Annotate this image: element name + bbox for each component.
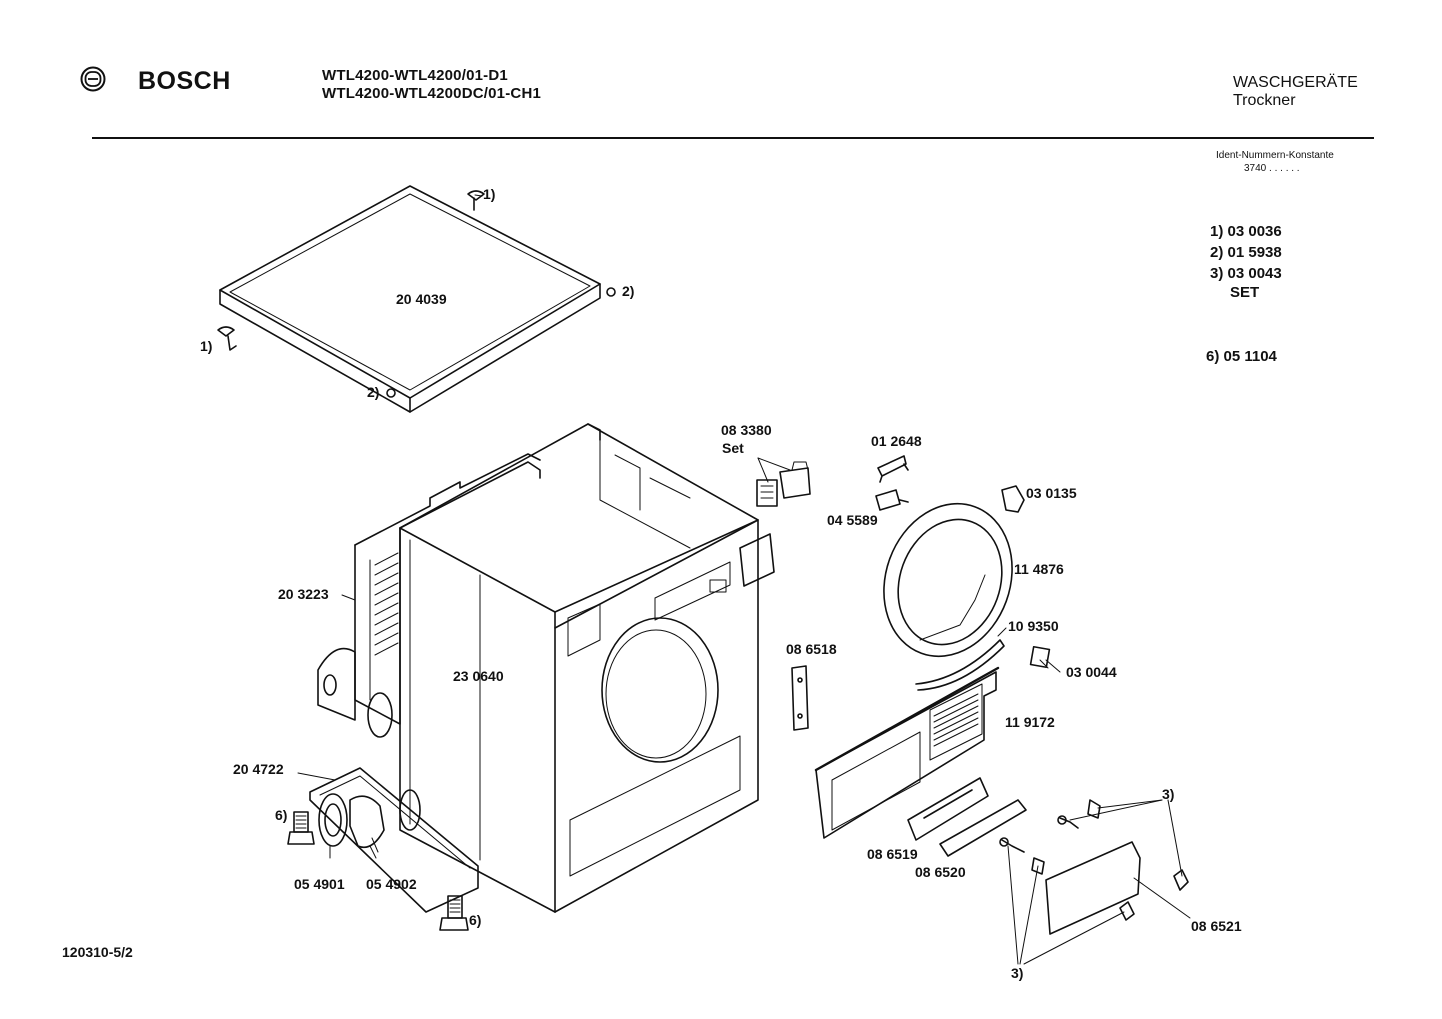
- category-title: WASCHGERÄTE: [1233, 74, 1358, 91]
- filter-cover-drawing: [1045, 841, 1141, 935]
- foot-icon: [439, 895, 469, 931]
- base-frame-drawing: [309, 767, 479, 913]
- callout-ref-1b: 1): [200, 338, 213, 354]
- callout-clip: 01 2648: [871, 433, 922, 449]
- legend-item-3: 3) 03 0043: [1210, 265, 1282, 282]
- subcategory-title: Trockner: [1233, 92, 1296, 109]
- legend-item-1: 1) 03 0036: [1210, 223, 1282, 240]
- cover-screw-icon: [606, 287, 616, 297]
- door-ring-drawing: [883, 502, 1013, 658]
- model-line-1: WTL4200-WTL4200/01-D1: [322, 67, 508, 84]
- callout-ref-2b: 2): [367, 384, 380, 400]
- drawing-number: 120310-5/2: [62, 944, 133, 960]
- cover-clip-icon: [467, 190, 485, 211]
- brand-name: BOSCH: [138, 67, 231, 95]
- callout-sensor: 03 0135: [1026, 485, 1077, 501]
- screw-icon: [999, 837, 1025, 853]
- filter-housing-drawing: [907, 777, 989, 841]
- filter-frame-drawing: [939, 799, 1027, 857]
- seal-strip-drawing: [915, 639, 1005, 691]
- callout-ref-2a: 2): [622, 283, 635, 299]
- callout-bracket: 08 6518: [786, 641, 837, 657]
- clip-icon: [1119, 901, 1135, 921]
- front-panel-drawing: [814, 666, 1000, 839]
- callout-side-panel: 20 3223: [278, 586, 329, 602]
- callout-top-cover: 20 4039: [396, 291, 447, 307]
- callout-gasket: 05 4902: [366, 876, 417, 892]
- bosch-logo-icon: [80, 66, 106, 92]
- pcb-set-drawing: [756, 461, 811, 507]
- cover-screw-icon: [386, 388, 396, 398]
- ident-title: Ident-Nummern-Konstante: [1216, 150, 1334, 161]
- clip-drawing: [877, 455, 909, 483]
- callout-filter-housing: 08 6519: [867, 846, 918, 862]
- nut-icon: [1031, 857, 1045, 875]
- legend-item-2: 2) 01 5938: [1210, 244, 1282, 261]
- grommet-drawing: [318, 793, 348, 847]
- clip-icon: [1173, 869, 1189, 891]
- sensor-drawing: [1001, 485, 1025, 513]
- legend-item-6: 6) 05 1104: [1206, 348, 1277, 365]
- side-panel-drawing: [317, 453, 541, 738]
- cover-clip-icon: [217, 326, 237, 351]
- nut-icon: [1087, 799, 1101, 819]
- callout-ref-6b: 6): [469, 912, 482, 928]
- callout-cabinet: 23 0640: [453, 668, 504, 684]
- switch-drawing: [875, 489, 909, 511]
- callout-foam-pad: 03 0044: [1066, 664, 1117, 680]
- header-divider: [92, 137, 1374, 139]
- callout-ref-1a: 1): [483, 186, 496, 202]
- callout-grommet: 05 4901: [294, 876, 345, 892]
- callout-ref-3b: 3): [1011, 965, 1024, 981]
- callout-filter-frame: 08 6520: [915, 864, 966, 880]
- callout-ref-6a: 6): [275, 807, 288, 823]
- callout-front-panel: 11 9172: [1005, 714, 1055, 730]
- callout-base: 20 4722: [233, 761, 284, 777]
- screw-icon: [1057, 815, 1079, 829]
- bracket-drawing: [791, 665, 809, 731]
- callout-pcb-set: 08 3380: [721, 422, 772, 438]
- model-line-2: WTL4200-WTL4200DC/01-CH1: [322, 85, 542, 102]
- callout-seal-strip: 10 9350: [1008, 618, 1059, 634]
- top-cover-drawing: [219, 185, 601, 413]
- legend-item-3-set: SET: [1230, 284, 1260, 301]
- callout-switch: 04 5589: [827, 512, 878, 528]
- cabinet-drawing: [399, 423, 775, 913]
- callout-ref-3a: 3): [1162, 786, 1175, 802]
- foam-pad-drawing: [1029, 645, 1051, 669]
- foot-icon: [287, 811, 315, 845]
- gasket-drawing: [349, 795, 385, 853]
- callout-pcb-set-word: Set: [722, 440, 744, 456]
- ident-value: 3740 . . . . . .: [1244, 163, 1300, 174]
- callout-filter-cover: 08 6521: [1191, 918, 1242, 934]
- callout-door-ring: 11 4876: [1014, 561, 1064, 577]
